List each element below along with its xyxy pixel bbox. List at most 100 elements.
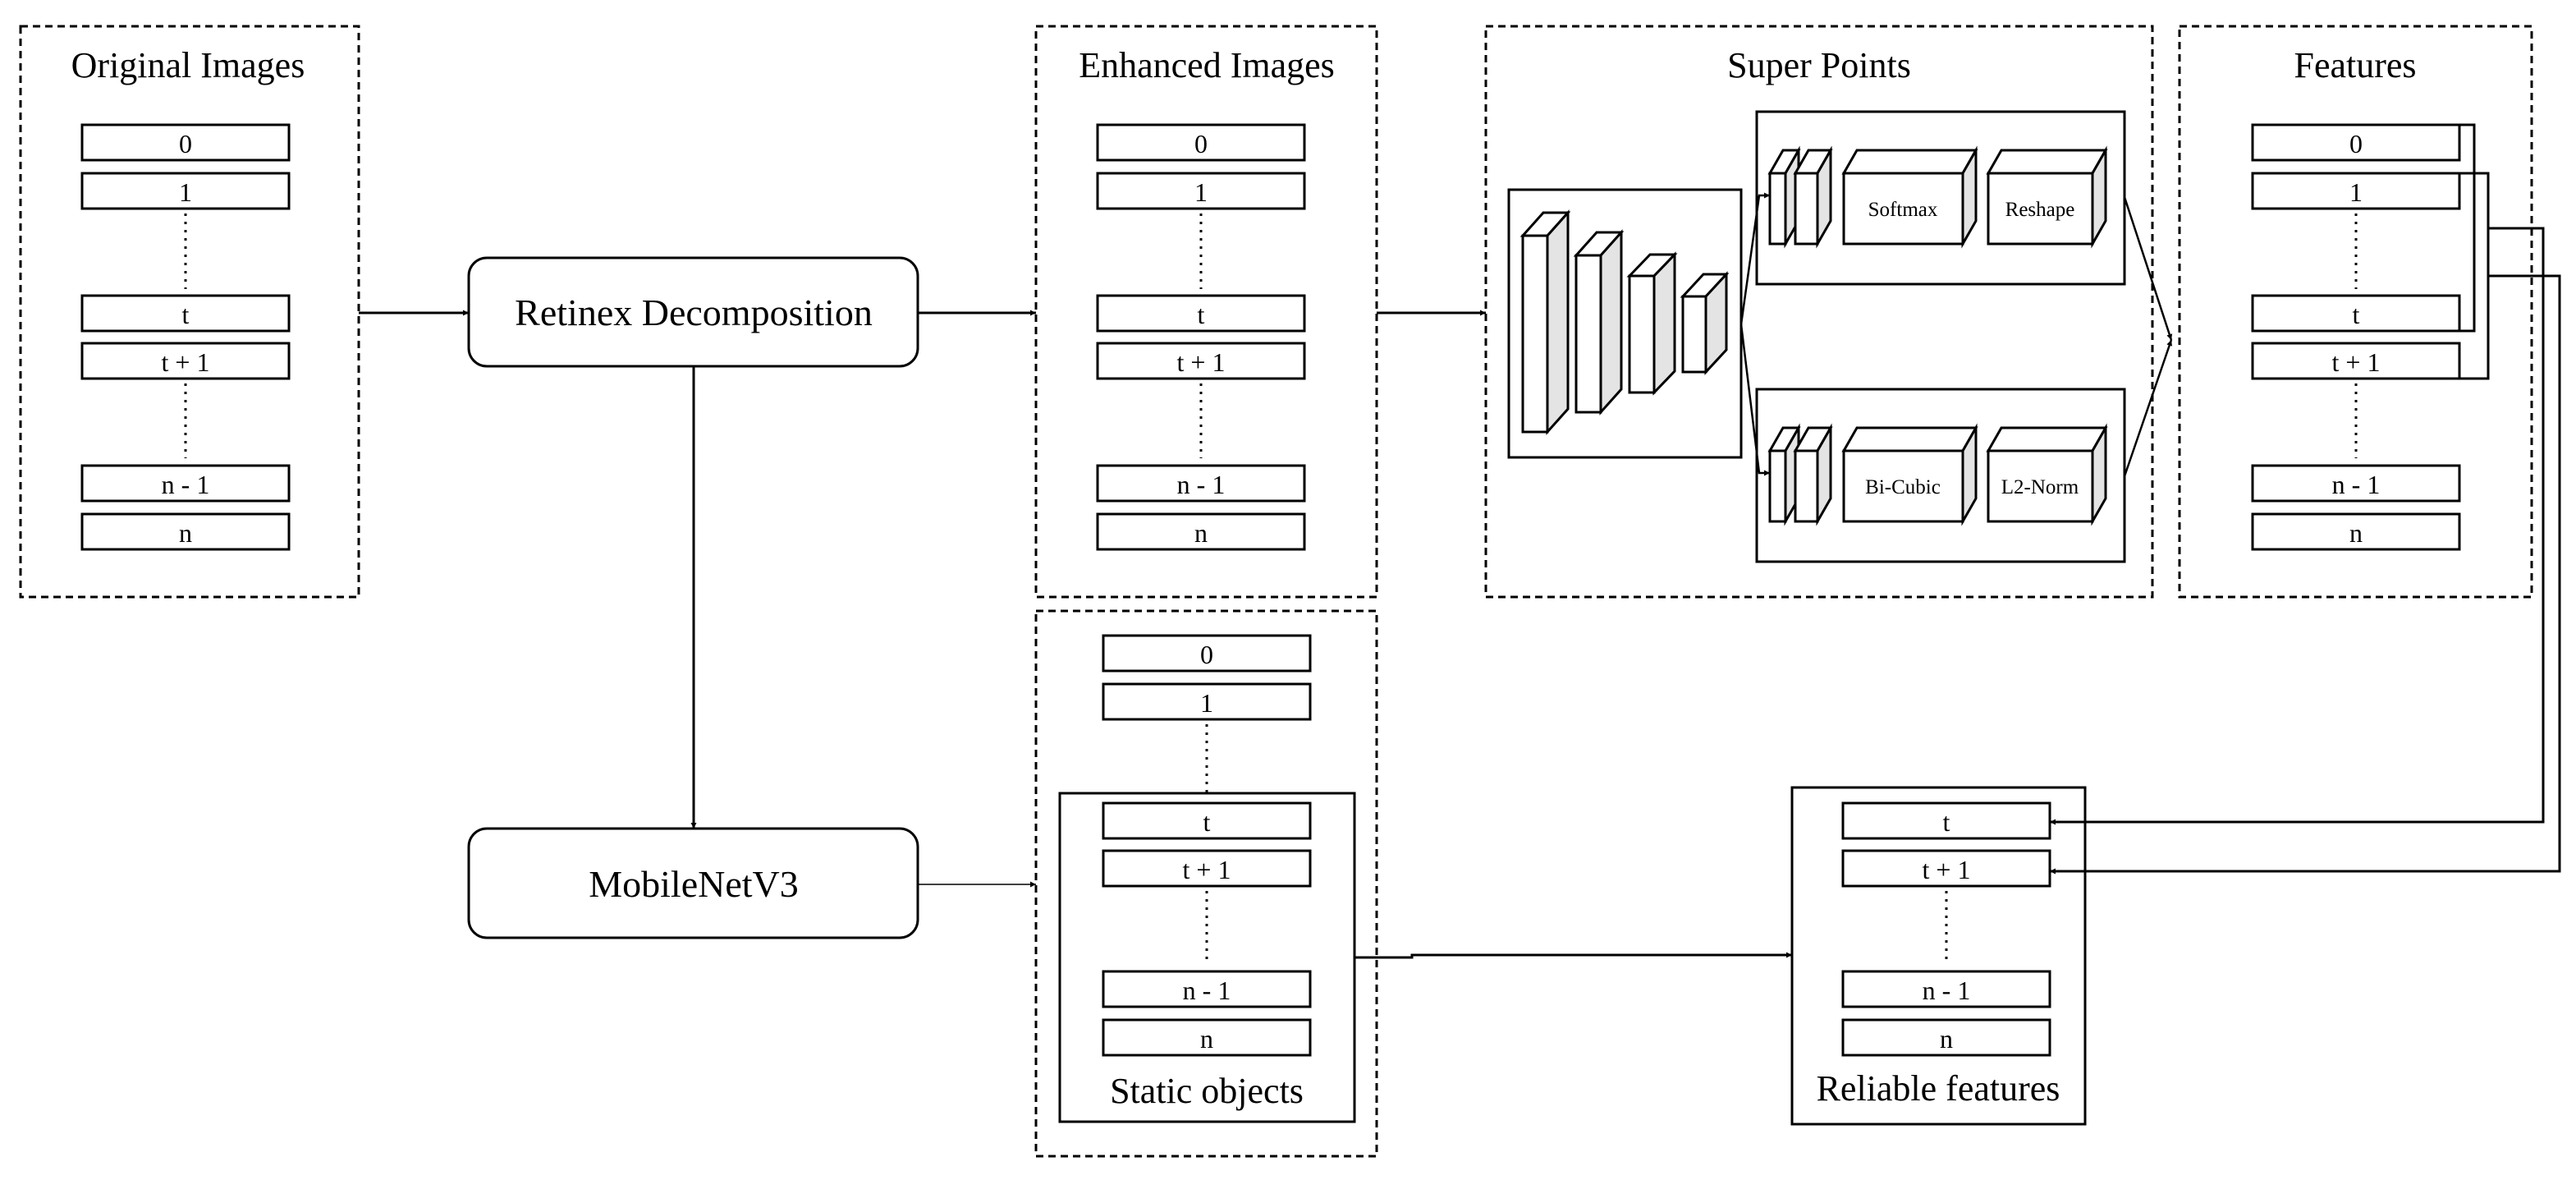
svg-text:t: t — [2353, 300, 2360, 329]
frame-cell: t — [1841, 801, 2051, 840]
frame-cell: n — [1096, 512, 1306, 551]
frame-cell: t — [2251, 294, 2461, 333]
svg-text:n: n — [1940, 1024, 1953, 1054]
super-points-connectors — [1739, 192, 2173, 477]
frame-cell: t + 1 — [1102, 849, 1312, 888]
original-images-cells: 0 1 t t + 1 n - 1 n — [80, 123, 291, 551]
enhanced-images-cells: 0 1 t t + 1 n - 1 n — [1096, 123, 1306, 551]
svg-text:n - 1: n - 1 — [1177, 470, 1226, 499]
frame-cell: 1 — [2251, 172, 2461, 210]
super-points-group: Super Points — [1484, 25, 2173, 599]
original-images-frame — [19, 25, 360, 599]
static-objects-label: Static objects — [1110, 1071, 1304, 1111]
original-images-group: Original Images 0 1 t t + 1 n - 1 — [19, 25, 360, 599]
enhanced-images-title: Enhanced Images — [1079, 45, 1335, 85]
svg-text:t: t — [1203, 807, 1211, 837]
softmax-block: Softmax — [1841, 145, 1978, 249]
arrow-static-to-reliable — [1354, 952, 1792, 959]
bicubic-block: Bi-Cubic — [1841, 423, 1978, 526]
frame-cell: t — [1096, 294, 1306, 333]
svg-text:n: n — [1194, 518, 1208, 548]
svg-text:Softmax: Softmax — [1868, 199, 1938, 221]
thin-layer-block — [1793, 145, 1833, 249]
retinex-module: Retinex Decomposition — [467, 256, 919, 368]
svg-text:t + 1: t + 1 — [162, 347, 210, 377]
frame-cell: t + 1 — [1096, 342, 1306, 380]
svg-text:t + 1: t + 1 — [1923, 855, 1971, 884]
frame-cell: t + 1 — [1841, 849, 2051, 888]
svg-text:n: n — [179, 518, 192, 548]
svg-text:t + 1: t + 1 — [2332, 347, 2381, 377]
merge-arrow — [2123, 196, 2173, 341]
arrow-feature-t1-to-reliable — [2050, 274, 2561, 875]
thin-layer-block — [1793, 423, 1833, 526]
branch-arrow — [1739, 324, 1770, 476]
encoder-block — [1519, 209, 1571, 435]
reshape-block: Reshape — [1986, 145, 2108, 249]
merge-arrow — [2123, 339, 2173, 477]
frame-cell: 1 — [80, 172, 291, 210]
svg-text:n - 1: n - 1 — [162, 470, 210, 499]
frame-cell: 1 — [1096, 172, 1306, 210]
frame-cell: n — [1841, 1018, 2051, 1057]
frame-cell: n - 1 — [2251, 464, 2461, 503]
enhanced-images-group: Enhanced Images 0 1 t t + 1 n - 1 — [1034, 25, 1378, 599]
frame-cell: n - 1 — [1841, 970, 2051, 1008]
static-objects-cells: 0 1 t t + 1 n - 1 n — [1102, 634, 1312, 1057]
reliable-features-cells: t t + 1 n - 1 n — [1841, 801, 2051, 1057]
features-frame — [2178, 25, 2533, 599]
svg-text:1: 1 — [1194, 177, 1208, 207]
svg-text:Bi-Cubic: Bi-Cubic — [1865, 476, 1941, 498]
svg-text:n - 1: n - 1 — [2332, 470, 2381, 499]
reliable-features-group: t t + 1 n - 1 n Reliable features — [1790, 786, 2087, 1126]
svg-text:1: 1 — [179, 177, 192, 207]
features-title: Features — [2294, 45, 2416, 85]
svg-text:t: t — [1198, 300, 1205, 329]
svg-text:t: t — [182, 300, 190, 329]
frame-cell: n - 1 — [1102, 970, 1312, 1008]
frame-cell: t + 1 — [2251, 342, 2461, 380]
svg-text:n - 1: n - 1 — [1923, 976, 1971, 1005]
svg-text:t + 1: t + 1 — [1177, 347, 1226, 377]
frame-cell: n - 1 — [1096, 464, 1306, 503]
features-cells: 0 1 t t + 1 n - 1 n — [2251, 123, 2461, 551]
svg-text:1: 1 — [1200, 688, 1213, 718]
features-group: Features 0 1 t t + 1 — [2178, 25, 2533, 599]
svg-text:0: 0 — [1200, 640, 1213, 669]
frame-cell: 0 — [1096, 123, 1306, 162]
frame-cell: n - 1 — [80, 464, 291, 503]
mobilenet-label: MobileNetV3 — [589, 863, 799, 905]
encoder-blocks — [1519, 209, 1730, 435]
svg-text:t + 1: t + 1 — [1183, 855, 1231, 884]
super-points-title: Super Points — [1727, 45, 1911, 85]
frame-cell: 0 — [1102, 634, 1312, 673]
svg-text:0: 0 — [2349, 129, 2363, 158]
encoder-block — [1680, 271, 1730, 375]
svg-text:t: t — [1943, 807, 1950, 837]
flow-connectors — [359, 227, 2561, 959]
svg-text:n - 1: n - 1 — [1183, 976, 1231, 1005]
svg-text:Reshape: Reshape — [2005, 199, 2075, 221]
original-images-title: Original Images — [71, 45, 305, 85]
features-bracket-lines — [2459, 123, 2490, 380]
super-points-frame — [1484, 25, 2154, 599]
detector-head-layers: Softmax Reshape — [1767, 145, 2108, 249]
retinex-label: Retinex Decomposition — [515, 292, 873, 333]
svg-text:L2-Norm: L2-Norm — [2001, 476, 2079, 498]
frame-cell: n — [2251, 512, 2461, 551]
encoder-block — [1626, 251, 1678, 396]
svg-text:0: 0 — [179, 129, 192, 158]
descriptor-head-layers: Bi-Cubic L2-Norm — [1767, 423, 2108, 526]
mobilenet-module: MobileNetV3 — [467, 827, 919, 939]
frame-cell: n — [80, 512, 291, 551]
svg-text:1: 1 — [2349, 177, 2363, 207]
frame-cell: 0 — [80, 123, 291, 162]
frame-cell: t — [80, 294, 291, 333]
svg-text:0: 0 — [1194, 129, 1208, 158]
frame-cell: t — [1102, 801, 1312, 840]
l2norm-block: L2-Norm — [1986, 423, 2108, 526]
frame-cell: n — [1102, 1018, 1312, 1057]
encoder-block — [1573, 229, 1625, 416]
static-objects-group: 0 1 t t + 1 n - 1 n — [1034, 609, 1378, 1158]
